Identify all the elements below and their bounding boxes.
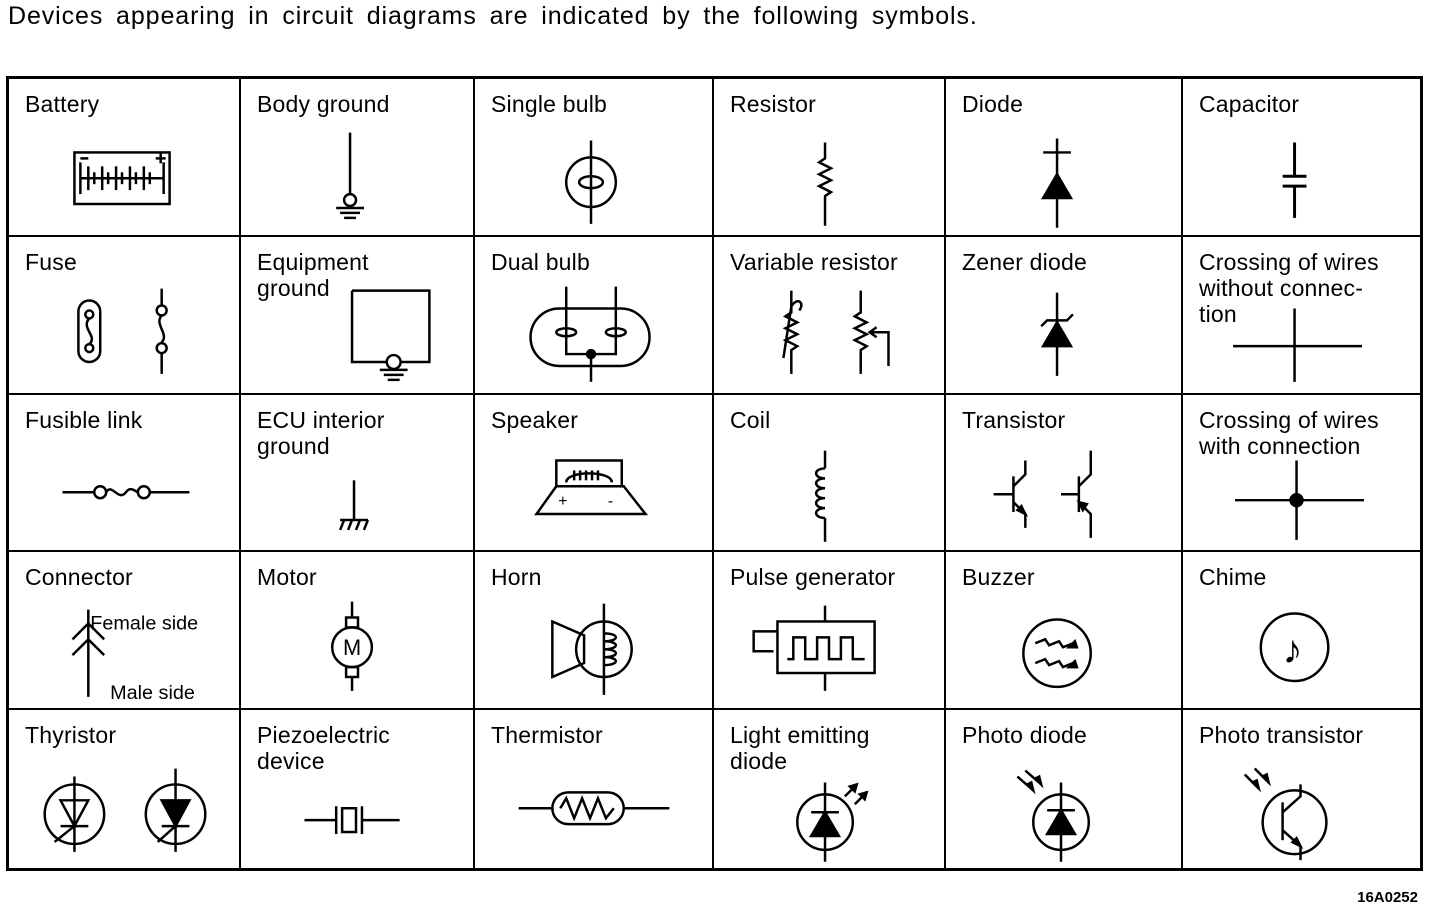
cell-label: Resistor bbox=[730, 91, 816, 117]
motor-icon: M bbox=[330, 602, 374, 692]
connector-icon: Female side Male side bbox=[71, 609, 198, 704]
cell-resistor: Resistor bbox=[714, 79, 946, 237]
cell-label: Thyristor bbox=[25, 722, 117, 749]
thermistor-icon bbox=[518, 791, 670, 826]
cell-led: Light emitting diode bbox=[714, 710, 946, 868]
cell-label: Coil bbox=[730, 406, 771, 433]
wire-crossing-icon bbox=[1233, 308, 1363, 382]
cell-capacitor: Capacitor bbox=[1183, 79, 1420, 237]
cell-label: Piezoelectric device bbox=[257, 722, 390, 775]
cell-label: Speaker bbox=[491, 406, 579, 433]
ecu-ground-icon bbox=[338, 479, 370, 530]
single-bulb-icon bbox=[564, 140, 618, 224]
cell-label: Photo diode bbox=[962, 722, 1087, 749]
cell-photo-diode: Photo diode bbox=[946, 710, 1183, 868]
cell-variable-resistor: Variable resistor bbox=[714, 236, 946, 395]
piezo-icon bbox=[304, 806, 400, 835]
cell-speaker: Speaker + - bbox=[475, 394, 714, 553]
male-side-label: Male side bbox=[110, 682, 195, 704]
wire-junction-icon bbox=[1235, 460, 1365, 540]
horn-icon bbox=[551, 604, 633, 696]
capacitor-icon bbox=[1282, 142, 1307, 218]
cell-label: Pulse generator bbox=[730, 564, 896, 591]
cell-label: Variable resistor bbox=[730, 248, 898, 275]
cell-label: Equipment ground bbox=[257, 248, 369, 301]
cell-zener-diode: Zener diode bbox=[946, 236, 1183, 395]
fusible-link-icon bbox=[62, 484, 190, 500]
cell-label: Diode bbox=[962, 91, 1024, 117]
cell-label: Single bulb bbox=[491, 91, 608, 117]
equipment-ground-icon bbox=[350, 289, 431, 381]
cell-label: Fusible link bbox=[25, 406, 143, 433]
cell-label: Crossing of wires with connection bbox=[1199, 406, 1379, 459]
cell-battery: Battery bbox=[9, 79, 241, 237]
variable-resistor-icon bbox=[782, 290, 890, 374]
cell-crossing-without-connection: Crossing of wires without connec- tion bbox=[1183, 237, 1420, 395]
cell-fuse: Fuse bbox=[9, 236, 241, 395]
fuse-icon bbox=[77, 288, 168, 374]
figure-code: 16A0252 bbox=[1357, 889, 1418, 906]
cell-ecu-interior-ground: ECU interior ground bbox=[241, 394, 475, 553]
cell-label: Fuse bbox=[25, 248, 77, 275]
cell-label: Chime bbox=[1199, 564, 1267, 591]
led-icon bbox=[796, 782, 869, 862]
cell-single-bulb: Single bulb bbox=[475, 79, 714, 237]
cell-diode: Diode bbox=[946, 79, 1183, 237]
cell-body-ground: Body ground bbox=[241, 79, 475, 237]
cell-label: Capacitor bbox=[1199, 91, 1300, 117]
cell-crossing-with-connection: Crossing of wires with connection bbox=[1183, 395, 1420, 553]
cell-label: Light emitting diode bbox=[730, 722, 870, 775]
cell-connector: Connector Female side Male side bbox=[9, 552, 241, 711]
cell-transistor: Transistor bbox=[946, 394, 1183, 553]
symbol-table: Battery Body ground bbox=[6, 76, 1423, 871]
cell-thermistor: Thermistor bbox=[475, 710, 714, 868]
music-note-glyph: ♪ bbox=[1283, 629, 1303, 673]
cell-label: Zener diode bbox=[962, 248, 1087, 275]
cell-label: Connector bbox=[25, 564, 133, 591]
motor-letter: M bbox=[343, 636, 361, 661]
cell-buzzer: Buzzer bbox=[946, 552, 1183, 711]
cell-label: Horn bbox=[491, 564, 542, 591]
cell-label: Buzzer bbox=[962, 564, 1035, 591]
cell-horn: Horn bbox=[475, 552, 714, 711]
svg-text:-: - bbox=[608, 493, 613, 510]
intro-text: Devices appearing in circuit diagrams ar… bbox=[8, 2, 978, 30]
svg-text:+: + bbox=[558, 493, 567, 510]
dual-bulb-icon bbox=[529, 286, 651, 382]
cell-photo-transistor: Photo transistor bbox=[1183, 710, 1420, 868]
cell-label: Dual bulb bbox=[491, 248, 590, 275]
cell-fusible-link: Fusible link bbox=[9, 394, 241, 553]
cell-dual-bulb: Dual bulb bbox=[475, 236, 714, 395]
photo-transistor-icon bbox=[1243, 767, 1328, 861]
cell-equipment-ground: Equipment ground bbox=[241, 236, 475, 395]
chime-icon: ♪ bbox=[1259, 612, 1330, 683]
cell-pulse-generator: Pulse generator bbox=[714, 552, 946, 711]
resistor-icon bbox=[816, 142, 834, 226]
transistor-icon bbox=[993, 450, 1093, 538]
cell-thyristor: Thyristor bbox=[9, 710, 241, 868]
cell-piezoelectric: Piezoelectric device bbox=[241, 710, 475, 868]
pulse-generator-icon bbox=[752, 606, 876, 692]
cell-label: Photo transistor bbox=[1199, 722, 1364, 749]
cell-chime: Chime ♪ bbox=[1183, 552, 1420, 711]
cell-coil: Coil bbox=[714, 394, 946, 553]
zener-diode-icon bbox=[1040, 292, 1074, 376]
cell-label: Crossing of wires without connec- tion bbox=[1199, 248, 1379, 327]
diode-icon bbox=[1041, 138, 1074, 228]
battery-icon bbox=[73, 151, 171, 206]
photo-diode-icon bbox=[1016, 769, 1091, 862]
coil-icon bbox=[814, 450, 827, 542]
thyristor-icon bbox=[43, 768, 207, 853]
body-ground-icon bbox=[336, 132, 364, 220]
speaker-icon: + - bbox=[534, 458, 649, 515]
cell-label: Motor bbox=[257, 564, 317, 591]
buzzer-icon bbox=[1022, 618, 1093, 689]
cell-label: ECU interior ground bbox=[257, 406, 385, 459]
cell-label: Battery bbox=[25, 91, 100, 117]
cell-label: Transistor bbox=[962, 406, 1066, 433]
female-side-label: Female side bbox=[90, 613, 198, 635]
cell-label: Thermistor bbox=[491, 722, 603, 749]
cell-motor: Motor M bbox=[241, 552, 475, 711]
cell-label: Body ground bbox=[257, 91, 390, 117]
